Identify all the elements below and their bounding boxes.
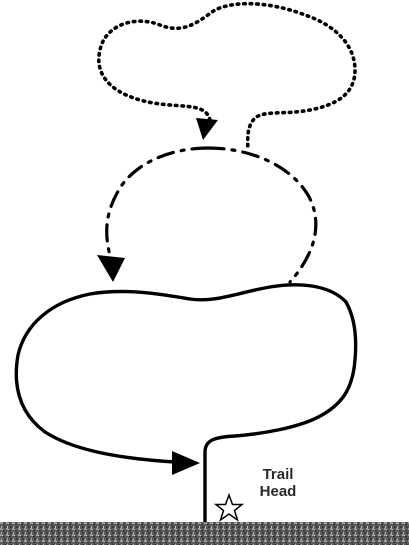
ground-strip xyxy=(0,522,409,545)
dotted-loop-arrow xyxy=(196,118,218,140)
star-icon xyxy=(213,492,245,522)
head-label: Head xyxy=(259,483,297,500)
dash-dot-loop-trail xyxy=(105,146,318,284)
trail-label: Trail xyxy=(262,466,294,483)
solid-loop-trail xyxy=(14,283,358,524)
dash-dot-loop-arrow xyxy=(97,255,125,282)
dotted-loop-trail xyxy=(97,1,357,152)
solid-loop-arrow xyxy=(172,451,200,475)
